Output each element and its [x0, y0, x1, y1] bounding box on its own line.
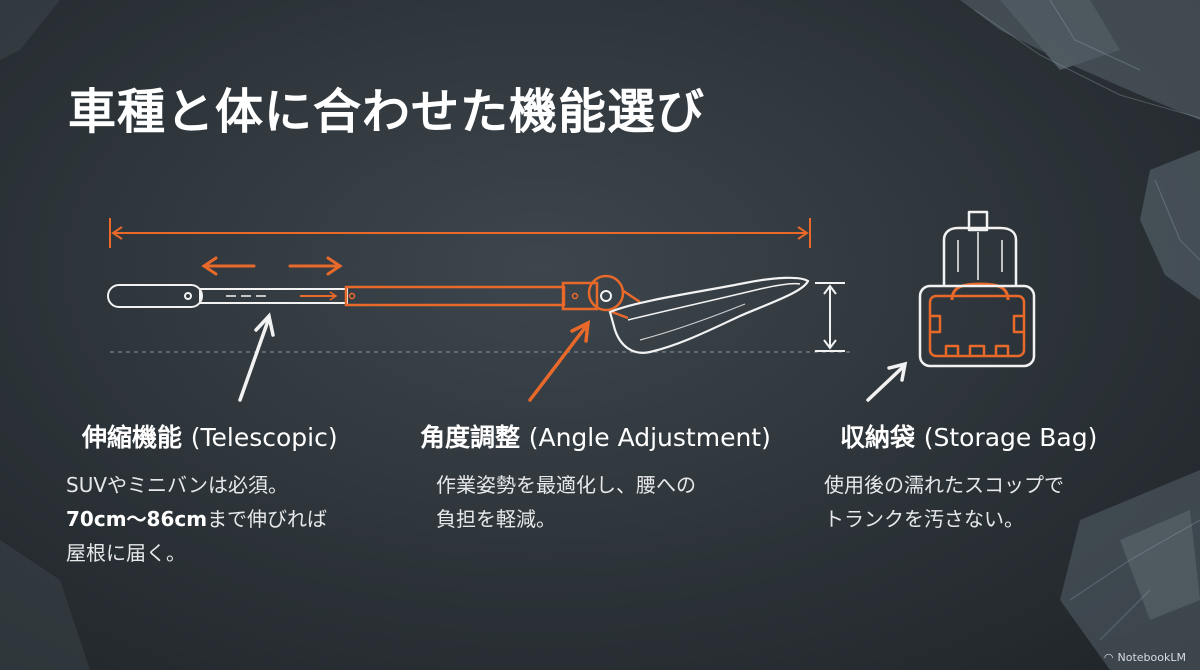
feature-heading-en: (Angle Adjustment): [528, 423, 771, 452]
page-title: 車種と体に合わせた機能選び: [68, 84, 706, 140]
telescopic-shovel-illustration: [107, 274, 810, 354]
pointer-arrow-icon: [866, 361, 908, 402]
feature-desc-line: 屋根に届く。: [66, 541, 186, 565]
feature-angle-adjustment: 角度調整 (Angle Adjustment) 作業姿勢を最適化し、腰への 負担…: [420, 418, 771, 536]
feature-description: 使用後の濡れたスコップで トランクを汚さない。: [824, 468, 1097, 536]
feature-heading-jp: 角度調整: [420, 423, 521, 452]
length-range-value: 70cm〜86cm: [66, 507, 208, 531]
feature-telescopic: 伸縮機能 (Telescopic) SUVやミニバンは必須。 70cm〜86cm…: [66, 418, 338, 570]
feature-heading-en: (Storage Bag): [923, 423, 1098, 452]
feature-desc-line: 負担を軽減。: [436, 507, 556, 531]
brand-watermark: ◠NotebookLM: [1104, 651, 1186, 664]
double-arrow-icon: [201, 256, 343, 276]
length-dimension-line: [109, 218, 811, 248]
feature-desc-line: 使用後の濡れたスコップで: [824, 473, 1064, 497]
feature-description: 作業姿勢を最適化し、腰への 負担を軽減。: [436, 468, 771, 536]
feature-heading-jp: 収納袋: [840, 423, 916, 452]
feature-description: SUVやミニバンは必須。 70cm〜86cmまで伸びれば 屋根に届く。: [66, 468, 338, 570]
notebooklm-logo-icon: ◠: [1103, 651, 1114, 664]
feature-desc-line: 70cm〜86cmまで伸びれば: [66, 502, 338, 536]
feature-desc-line: 作業姿勢を最適化し、腰への: [436, 473, 696, 497]
brand-label: NotebookLM: [1117, 651, 1186, 664]
storage-bag-icon: [918, 210, 1036, 368]
height-dimension-line: [815, 282, 845, 352]
feature-desc-line: SUVやミニバンは必須。: [66, 473, 289, 497]
feature-desc-text: まで伸びれば: [207, 507, 328, 531]
feature-heading-jp: 伸縮機能: [82, 423, 183, 452]
feature-heading: 伸縮機能 (Telescopic): [82, 418, 338, 454]
feature-heading: 角度調整 (Angle Adjustment): [420, 418, 771, 454]
feature-storage-bag: 収納袋 (Storage Bag) 使用後の濡れたスコップで トランクを汚さない…: [824, 418, 1097, 536]
feature-desc-line: トランクを汚さない。: [824, 507, 1024, 531]
pointer-arrow-icon: [528, 319, 591, 402]
feature-heading: 収納袋 (Storage Bag): [840, 418, 1097, 454]
pointer-arrow-icon: [238, 312, 275, 402]
feature-heading-en: (Telescopic): [190, 423, 338, 452]
